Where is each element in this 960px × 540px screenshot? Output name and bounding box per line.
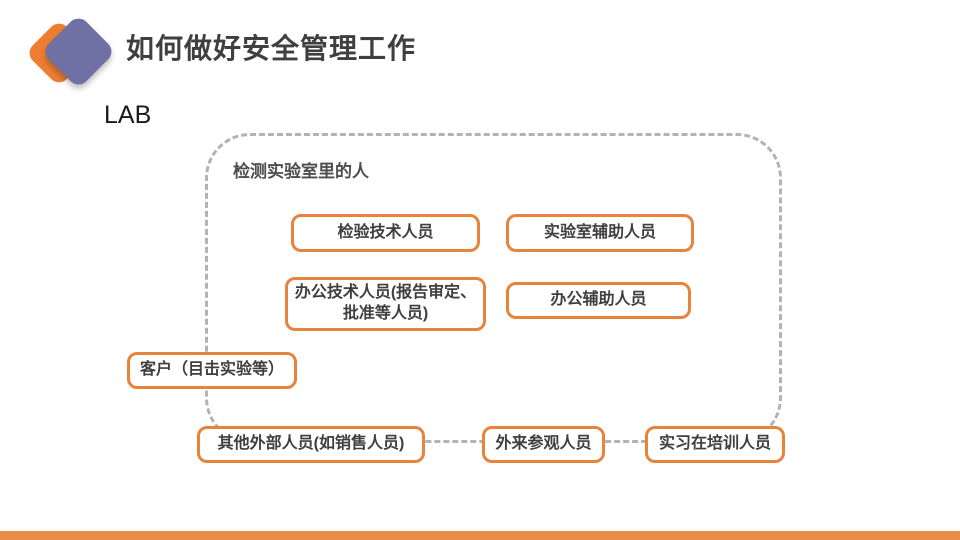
role-box-other-external-personnel: 其他外部人员(如销售人员) [197, 426, 425, 463]
bottom-accent-bar [0, 531, 960, 540]
role-box-office-technicians: 办公技术人员(报告审定、批准等人员) [285, 277, 486, 331]
role-box-visitors: 外来参观人员 [482, 426, 605, 463]
lab-container-label: 检测实验室里的人 [233, 162, 369, 181]
role-box-trainees: 实习在培训人员 [645, 426, 785, 463]
role-box-lab-assistants: 实验室辅助人员 [506, 214, 694, 252]
slide-logo [25, 5, 122, 97]
lab-label: LAB [104, 101, 152, 129]
role-box-inspection-technicians: 检验技术人员 [291, 214, 480, 252]
role-box-customers: 客户（目击实验等） [127, 352, 297, 389]
role-box-office-assistants: 办公辅助人员 [506, 282, 691, 319]
page-title: 如何做好安全管理工作 [126, 33, 417, 64]
